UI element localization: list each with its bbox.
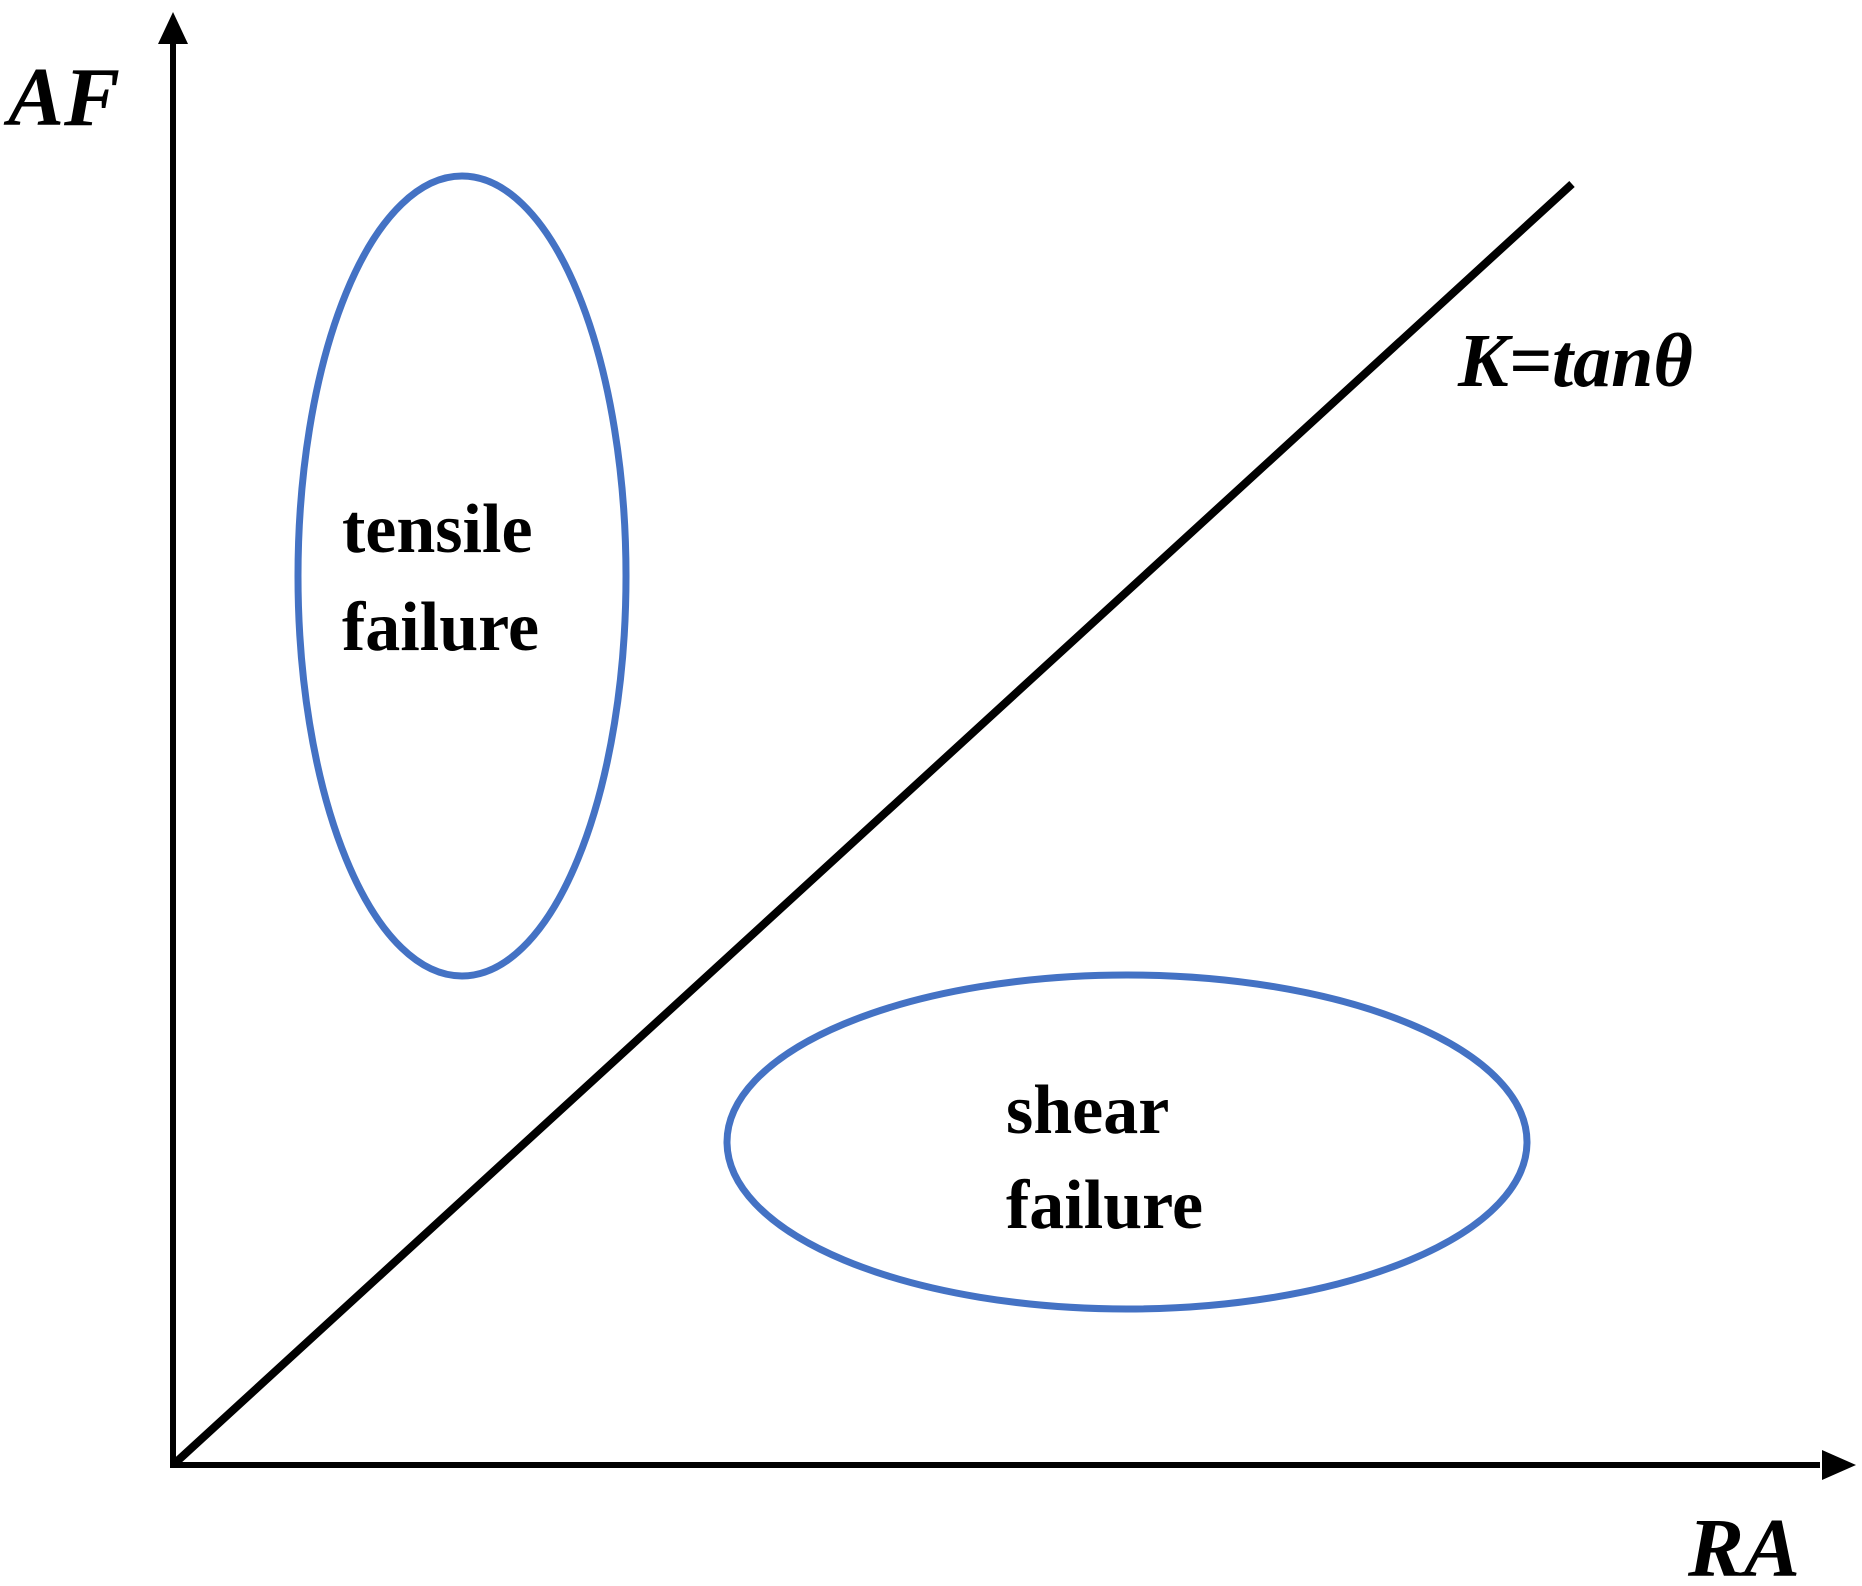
- tensile-label-line2: failure: [342, 589, 539, 666]
- x-axis-arrowhead: [1822, 1450, 1856, 1480]
- x-axis-label: RA: [1687, 1502, 1800, 1586]
- tensile-label-line1: tensile: [342, 491, 533, 568]
- shear-failure-region: [723, 971, 1531, 1313]
- tensile-failure-region: [294, 172, 630, 980]
- y-axis-label: AF: [3, 51, 120, 144]
- boundary-label: K=tanθ: [1457, 319, 1693, 403]
- shear-label-line2: failure: [1006, 1167, 1203, 1244]
- shear-label-line1: shear: [1006, 1072, 1169, 1149]
- y-axis-arrowhead: [158, 12, 188, 44]
- boundary-line: [170, 181, 1575, 1468]
